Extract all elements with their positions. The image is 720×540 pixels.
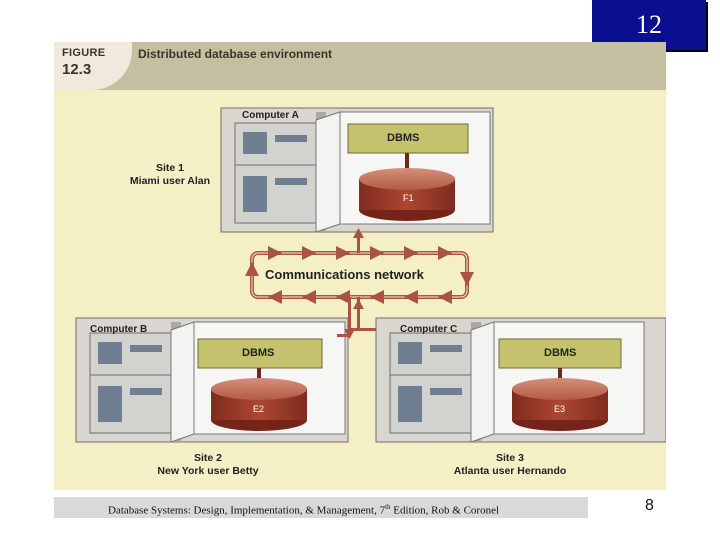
computer-b-dbms: DBMS xyxy=(242,347,275,359)
figure-header: FIGURE 12.3 Distributed database environ… xyxy=(54,42,666,90)
computer-a xyxy=(220,107,494,233)
site-3-user: Atlanta user Hernando xyxy=(453,465,567,477)
computer-b xyxy=(75,317,349,443)
computer-c-file: E3 xyxy=(554,404,566,414)
footer-text-before: Database Systems: Design, Implementation… xyxy=(108,504,386,517)
site-3-name: Site 3 xyxy=(495,452,524,464)
site-1-user: Miami user Alan xyxy=(129,175,211,187)
figure-label-word: FIGURE xyxy=(62,47,106,59)
network-label: Communications network xyxy=(265,267,424,282)
footer-citation: Database Systems: Design, Implementation… xyxy=(108,497,499,522)
network-connectors xyxy=(337,228,376,339)
distributed-db-diagram xyxy=(75,107,666,443)
footer-text-sup: th xyxy=(385,503,391,511)
computer-c-dbms: DBMS xyxy=(544,347,577,359)
page-number: 8 xyxy=(645,497,654,514)
site-2-name: Site 2 xyxy=(193,452,222,464)
computer-a-dbms: DBMS xyxy=(387,132,420,144)
figure-panel: FIGURE 12.3 Distributed database environ… xyxy=(54,42,666,490)
computer-a-file: F1 xyxy=(403,193,414,203)
computer-b-file: E2 xyxy=(253,404,265,414)
chapter-badge: 12 xyxy=(592,0,706,50)
figure-title: Distributed database environment xyxy=(138,47,333,61)
network-arrows xyxy=(245,246,474,304)
computer-a-label: Computer A xyxy=(242,110,299,121)
site-2-user: New York user Betty xyxy=(157,465,259,477)
computer-c-label: Computer C xyxy=(400,324,458,335)
site-3-label: Site 3 Atlanta user Hernando xyxy=(438,452,582,478)
site-1-label: Site 1 Miami user Alan xyxy=(116,162,224,188)
computer-b-label: Computer B xyxy=(90,324,148,335)
figure-label-number: 12.3 xyxy=(62,61,92,78)
site-2-label: Site 2 New York user Betty xyxy=(144,452,272,478)
computer-c xyxy=(375,317,666,443)
footer-bar: Database Systems: Design, Implementation… xyxy=(54,497,588,518)
site-1-name: Site 1 xyxy=(155,162,184,174)
footer-text-after: Edition, Rob & Coronel xyxy=(390,504,500,517)
